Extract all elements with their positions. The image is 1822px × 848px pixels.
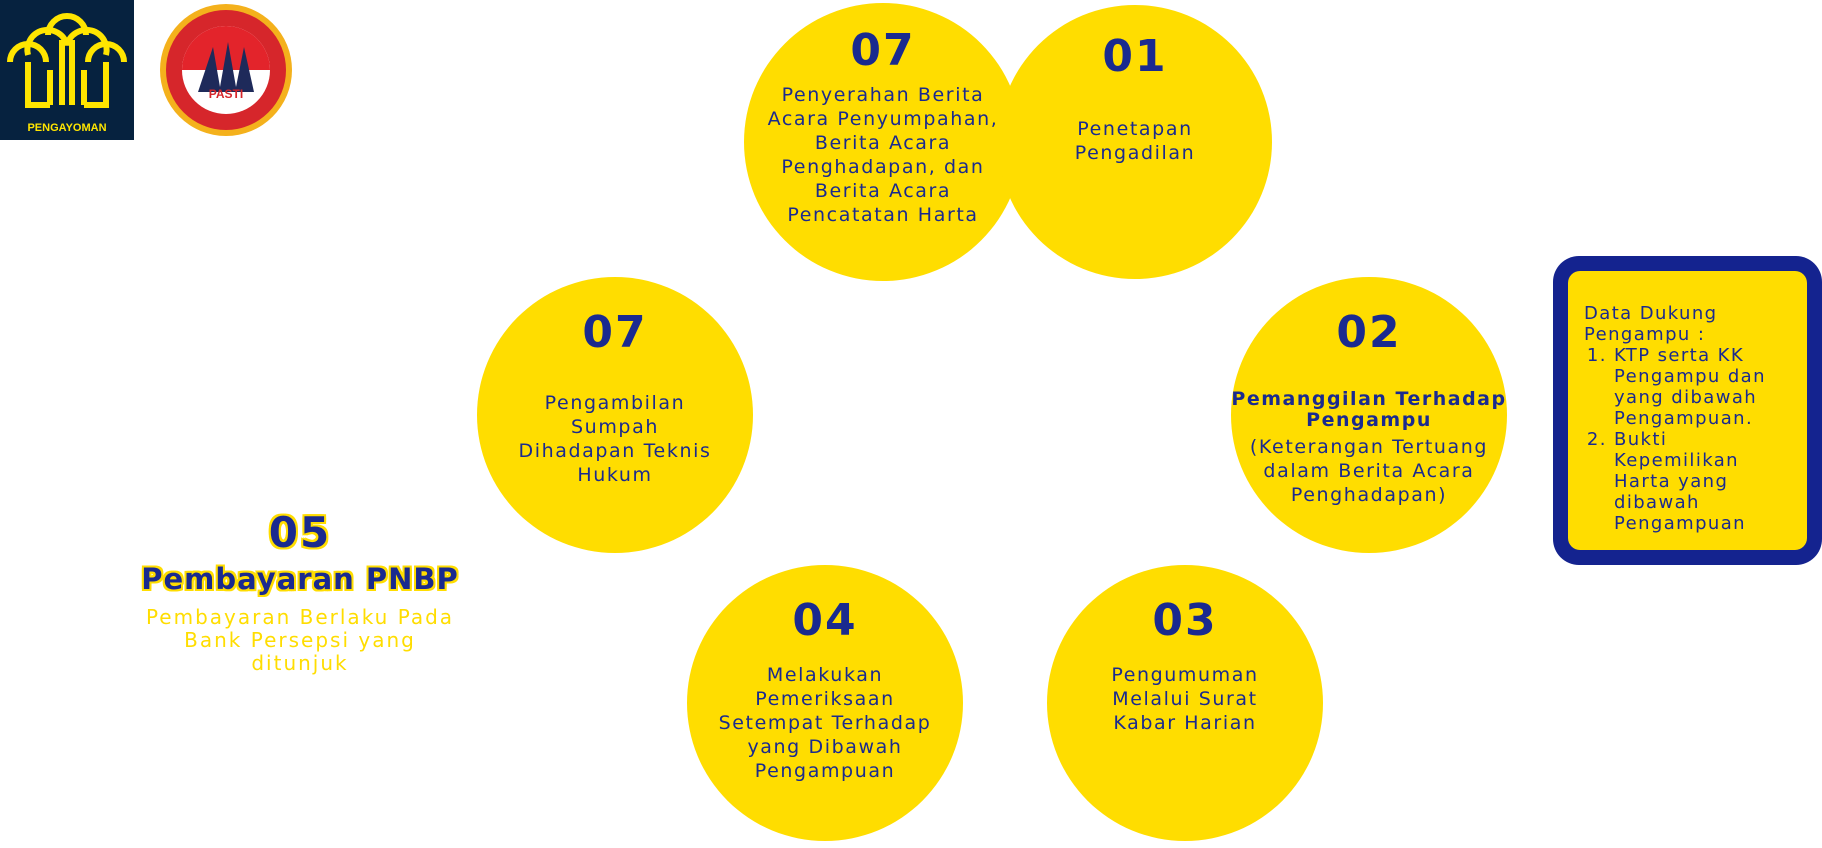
step-description: Pengumuman Melalui Surat Kabar Harian — [1111, 664, 1259, 734]
step-title: Pemanggilan Terhadap Pengampu — [1231, 388, 1507, 431]
support-box-heading: Data Dukung Pengampu : — [1584, 303, 1718, 345]
step-07-oath-circle: 07 Pengambilan Sumpah Dihadapan Teknis H… — [477, 277, 753, 553]
corporate-university-logo: PASTI — [158, 2, 294, 138]
support-box-list: KTP serta KK Pengampu dan yang dibawah P… — [1584, 345, 1797, 534]
step-05-number: 05 — [268, 508, 332, 557]
step-description: Melakukan Pemeriksaan Setempat Terhadap … — [718, 664, 932, 782]
step-01-circle: 01 Penetapan Pengadilan — [998, 5, 1272, 279]
step-05-description: Pembayaran Berlaku Pada Bank Persepsi ya… — [145, 605, 455, 675]
step-number: 03 — [1152, 595, 1218, 646]
step-description: (Keterangan Tertuang dalam Berita Acara … — [1249, 436, 1489, 506]
pengayoman-tree-icon — [7, 13, 127, 108]
step-description: Penetapan Pengadilan — [1074, 118, 1196, 164]
step-description: Penyerahan Berita Acara Penyumpahan, Ber… — [767, 84, 999, 226]
support-item: Bukti Kepemilikan Harta yang dibawah Pen… — [1614, 429, 1797, 534]
support-item: KTP serta KK Pengampu dan yang dibawah P… — [1614, 345, 1797, 429]
step-number: 02 — [1336, 307, 1402, 358]
step-07-submission-circle: 07 Penyerahan Berita Acara Penyumpahan, … — [744, 3, 1022, 281]
step-02-circle: 02 Pemanggilan Terhadap Pengampu (Ketera… — [1231, 277, 1507, 553]
step-number: 07 — [850, 25, 916, 76]
pengayoman-logo: PENGAYOMAN — [0, 0, 134, 140]
support-data-box: Data Dukung Pengampu : KTP serta KK Peng… — [1553, 256, 1822, 565]
step-number: 01 — [1102, 31, 1168, 82]
corporate-university-seal-icon: PASTI — [160, 4, 292, 136]
step-number: 04 — [792, 595, 858, 646]
pengayoman-label: PENGAYOMAN — [27, 122, 107, 134]
step-03-circle: 03 Pengumuman Melalui Surat Kabar Harian — [1047, 565, 1323, 841]
step-description: Pengambilan Sumpah Dihadapan Teknis Huku… — [518, 392, 712, 486]
svg-text:PASTI: PASTI — [209, 87, 243, 101]
step-05-title: Pembayaran PNBP — [141, 562, 459, 596]
step-number: 07 — [582, 307, 648, 358]
step-04-circle: 04 Melakukan Pemeriksaan Setempat Terhad… — [687, 565, 963, 841]
